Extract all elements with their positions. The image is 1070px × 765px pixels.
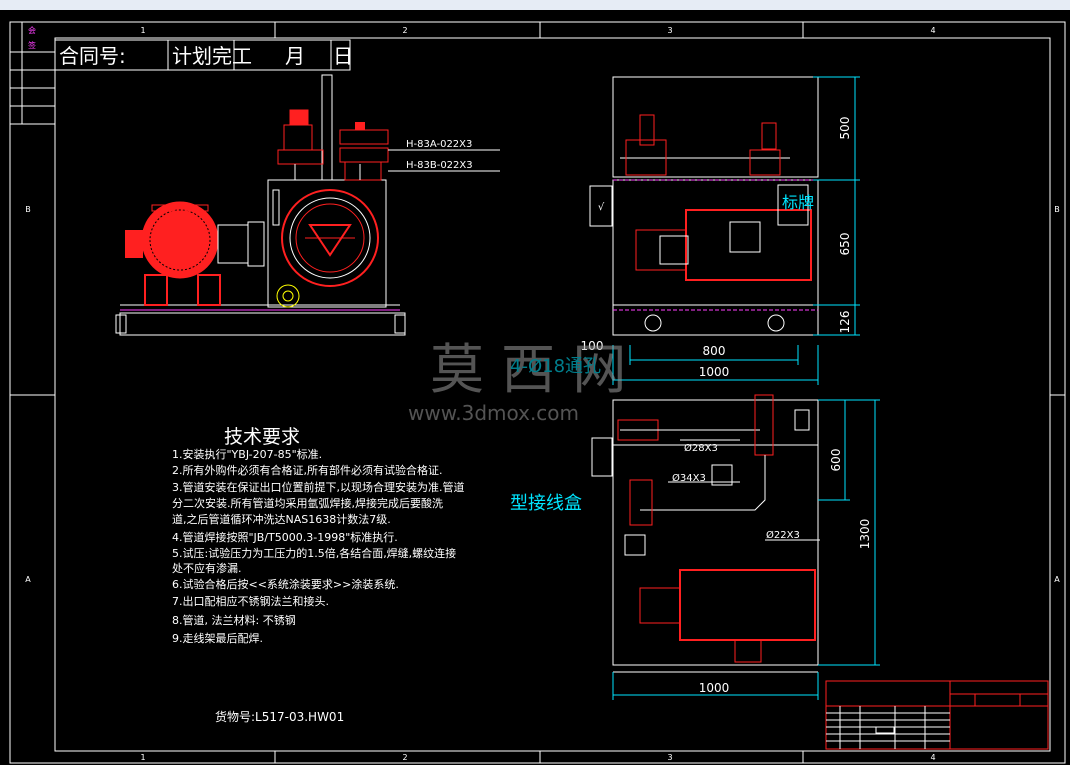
tech-item-12: 9.走线架最后配焊.: [172, 631, 263, 645]
day-label: 日: [333, 44, 353, 68]
top-view-dimensions: [612, 399, 880, 700]
col-label-3-bottom: 3: [667, 753, 672, 762]
sheet-border: [9, 21, 1066, 764]
col-label-3: 3: [667, 26, 672, 35]
pipe-22-label: Ø22X3: [766, 529, 800, 541]
col-label-4: 4: [930, 26, 935, 35]
row-label-b-right: B: [1054, 205, 1060, 214]
row-label-a-right: A: [1054, 575, 1060, 584]
dim-1000-bottom: 1000: [699, 681, 730, 695]
tech-item-10: 7.出口配相应不锈钢法兰和接头.: [172, 594, 329, 608]
tech-item-4: 分二次安装.所有管道均采用氩弧焊接,焊接完成后要酸洗: [172, 496, 443, 510]
tech-item-6: 4.管道焊接按照"JB/T5000.3-1998"标准执行.: [172, 530, 398, 544]
tech-item-9: 6.试验合格后按<<系统涂装要求>>涂装系统.: [172, 577, 399, 591]
front-view-labels: 标牌: [782, 193, 814, 212]
watermark-url: www.3dmox.com: [408, 401, 579, 425]
tech-item-2: 2.所有外购件必须有合格证,所有部件必须有试验合格证.: [172, 463, 443, 477]
viewer-top-strip: [0, 0, 1070, 10]
col-label-1: 1: [140, 26, 145, 35]
dim-1300: 1300: [858, 519, 872, 550]
tech-item-7: 5.试压:试验压力为工压力的1.5倍,各结合面,焊缝,螺纹连接: [172, 546, 456, 560]
contract-label: 合同号:: [59, 44, 126, 68]
dim-100: 100: [581, 339, 604, 353]
row-label-b: B: [25, 205, 31, 214]
front-dim-text: 500 650 126 100 800 1000: [581, 117, 852, 379]
valve-callouts: H-83A-022X3 H-83B-022X3: [388, 139, 500, 172]
nameplate-label: 标牌: [782, 193, 814, 212]
tech-item-8: 处不应有渗漏.: [172, 561, 242, 575]
col-label-4-bottom: 4: [930, 753, 935, 762]
dim-800: 800: [703, 344, 726, 358]
month-label: 月: [285, 44, 305, 68]
tech-item-1: 1.安装执行"YBJ-207-85"标准.: [172, 447, 322, 461]
holes-label: 4-Ø18通孔: [510, 356, 601, 377]
top-dim-text: 600 1300 1000: [699, 449, 872, 695]
plan-label: 计划完工: [172, 44, 252, 68]
valve-b-label: H-83B-022X3: [406, 160, 473, 171]
col-label-2-bottom: 2: [402, 753, 407, 762]
dim-1000: 1000: [699, 365, 730, 379]
row-label-a: A: [25, 575, 31, 584]
pipe-28-label: Ø28X3: [684, 442, 718, 454]
dim-600: 600: [829, 449, 843, 472]
tech-item-3: 3.管道安装在保证出口位置前提下,以现场合理安装为准.管道: [172, 480, 465, 494]
border-labels: 1 2 3 4 1 2 3 4 B A B A 会 签: [25, 25, 1060, 762]
dim-126: 126: [838, 311, 852, 334]
dim-500: 500: [838, 117, 852, 140]
tech-items: 1.安装执行"YBJ-207-85"标准. 2.所有外购件必须有合格证,所有部件…: [172, 447, 465, 645]
corner-label-2: 签: [28, 40, 36, 50]
col-label-1-bottom: 1: [140, 753, 145, 762]
goods-number: 货物号:L517-03.HW01: [215, 709, 344, 724]
front-view-drawing[interactable]: √: [589, 76, 819, 336]
front-view-dimensions: [612, 76, 860, 385]
tech-item-5: 道,之后管道循环冲洗达NAS1638计数法7级.: [172, 512, 391, 526]
tech-title: 技术要求: [224, 426, 300, 448]
pipe-34-label: Ø34X3: [672, 472, 706, 484]
side-view-drawing[interactable]: [115, 74, 406, 336]
dim-650: 650: [838, 233, 852, 256]
title-block: [825, 680, 1049, 750]
watermark-logo: 莫 西 网: [430, 338, 626, 401]
header-box: 合同号: 计划完工 月 日: [54, 39, 353, 71]
watermark: 莫 西 网 www.3dmox.com 4-Ø18通孔: [408, 338, 626, 425]
valve-a-label: H-83A-022X3: [406, 139, 472, 150]
top-view-drawing[interactable]: [591, 394, 819, 673]
corner-label-1: 会: [28, 25, 36, 35]
svg-text:√: √: [598, 202, 605, 213]
col-label-2: 2: [402, 26, 407, 35]
tech-item-11: 8.管道, 法兰材料: 不锈钢: [172, 613, 296, 627]
top-view-callouts: Ø28X3 Ø34X3 Ø22X3 型接线盒: [510, 439, 820, 541]
technical-requirements: 技术要求 1.安装执行"YBJ-207-85"标准. 2.所有外购件必须有合格证…: [172, 426, 465, 724]
junction-box-label: 型接线盒: [510, 493, 582, 514]
